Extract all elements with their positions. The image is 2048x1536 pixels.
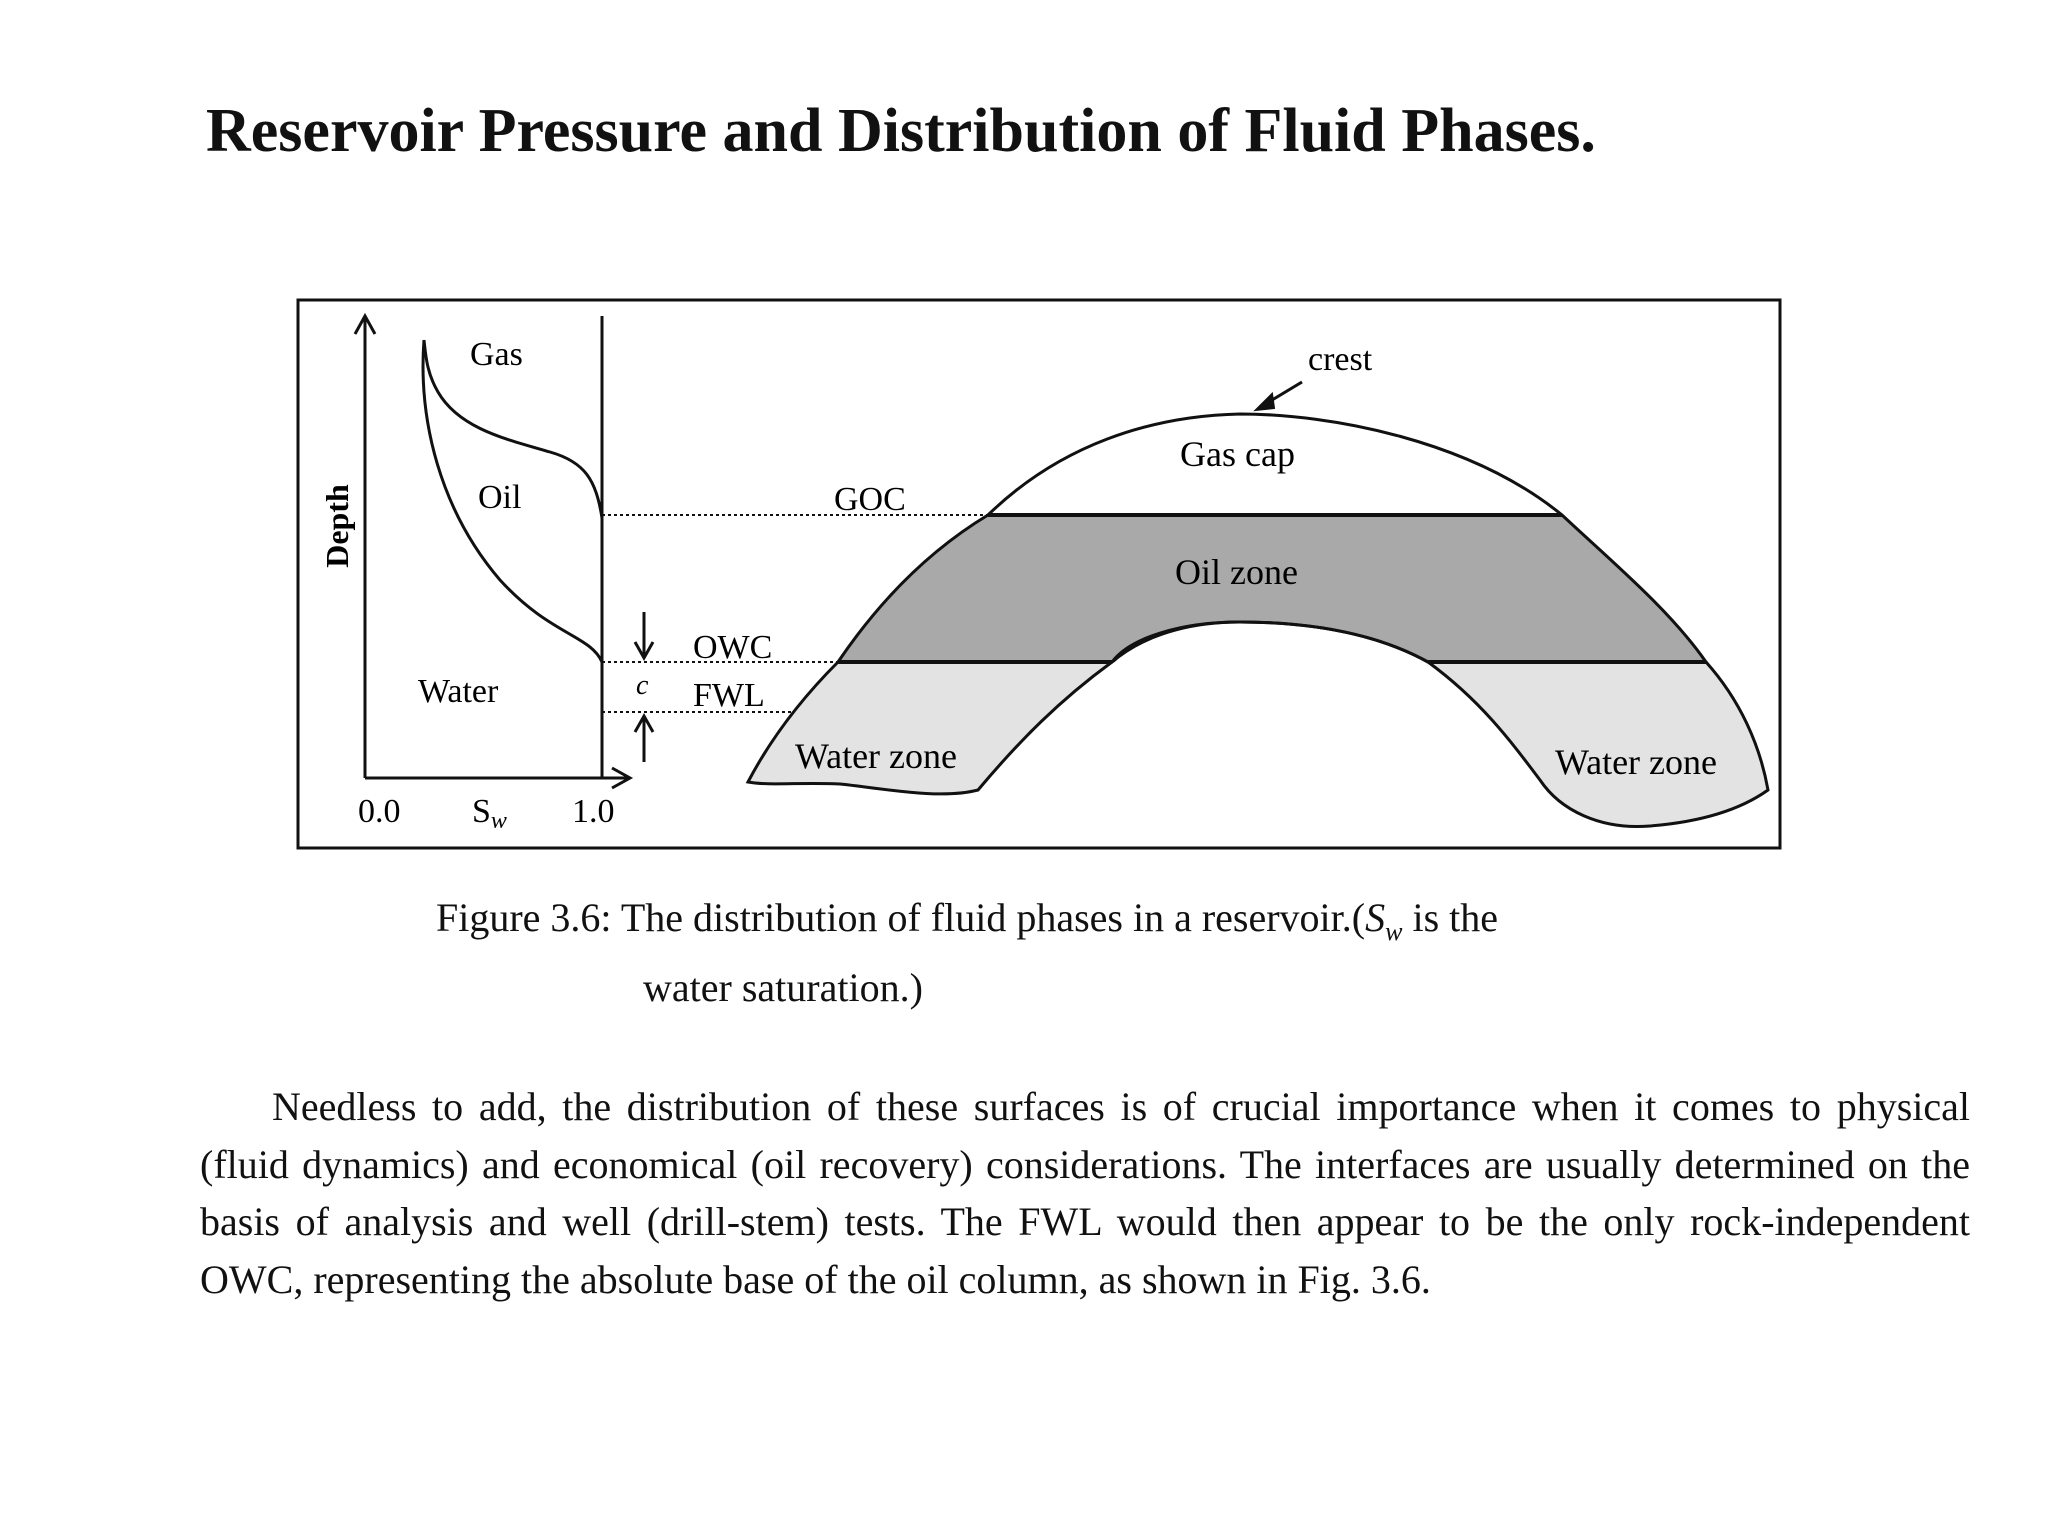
caption-suffix: is the: [1402, 895, 1498, 940]
caption-sw-main: S: [1365, 895, 1386, 940]
gas-oil-saturation-curve: [422, 339, 604, 519]
c-arrow-up-icon: [633, 712, 655, 733]
crest-pointer-arrow-icon: [1253, 391, 1276, 412]
gas-cap-arc: [986, 412, 1563, 517]
goc-label: GOC: [834, 481, 906, 518]
zone-label-water: Water: [418, 673, 499, 710]
c-label: c: [636, 670, 649, 701]
c-arrow-down-icon: [633, 641, 655, 662]
caption-sw-sub: w: [1385, 917, 1403, 946]
water-zone-right-shape: [1423, 660, 1770, 829]
water-zone-right-label: Water zone: [1555, 742, 1717, 782]
fwl-label: FWL: [693, 677, 765, 714]
page-title: Reservoir Pressure and Distribution of F…: [206, 97, 1596, 165]
oil-water-saturation-curve: [421, 339, 604, 663]
x-tick-min: 0.0: [358, 793, 401, 830]
body-paragraph: Needless to add, the distribution of the…: [200, 1084, 1970, 1302]
water-zone-left-label: Water zone: [795, 736, 957, 776]
owc-label: OWC: [693, 629, 772, 666]
caption-prefix: Figure 3.6: The distribution of fluid ph…: [436, 895, 1366, 940]
zone-label-oil: Oil: [478, 479, 521, 516]
depth-axis-label: Depth: [319, 484, 355, 568]
figure-caption: Figure 3.6: The distribution of fluid ph…: [436, 890, 1656, 1016]
crest-label: crest: [1308, 341, 1373, 378]
x-axis-label-sub: w: [491, 808, 507, 834]
water-zone-left-shape: [745, 660, 1117, 796]
figure-frame: [296, 298, 1782, 850]
gas-cap-label: Gas cap: [1180, 434, 1295, 474]
x-axis-label-main: S: [472, 793, 491, 830]
depth-axis-arrow-icon: [353, 312, 377, 335]
zone-label-gas: Gas: [470, 336, 523, 373]
sw-axis-arrow-icon: [611, 766, 634, 790]
caption-line2: water saturation.): [643, 965, 923, 1010]
inner-arch: [1111, 620, 1429, 664]
x-axis-label: Sw: [472, 793, 507, 834]
oil-zone-label: Oil zone: [1175, 552, 1298, 592]
x-tick-max: 1.0: [572, 793, 615, 830]
